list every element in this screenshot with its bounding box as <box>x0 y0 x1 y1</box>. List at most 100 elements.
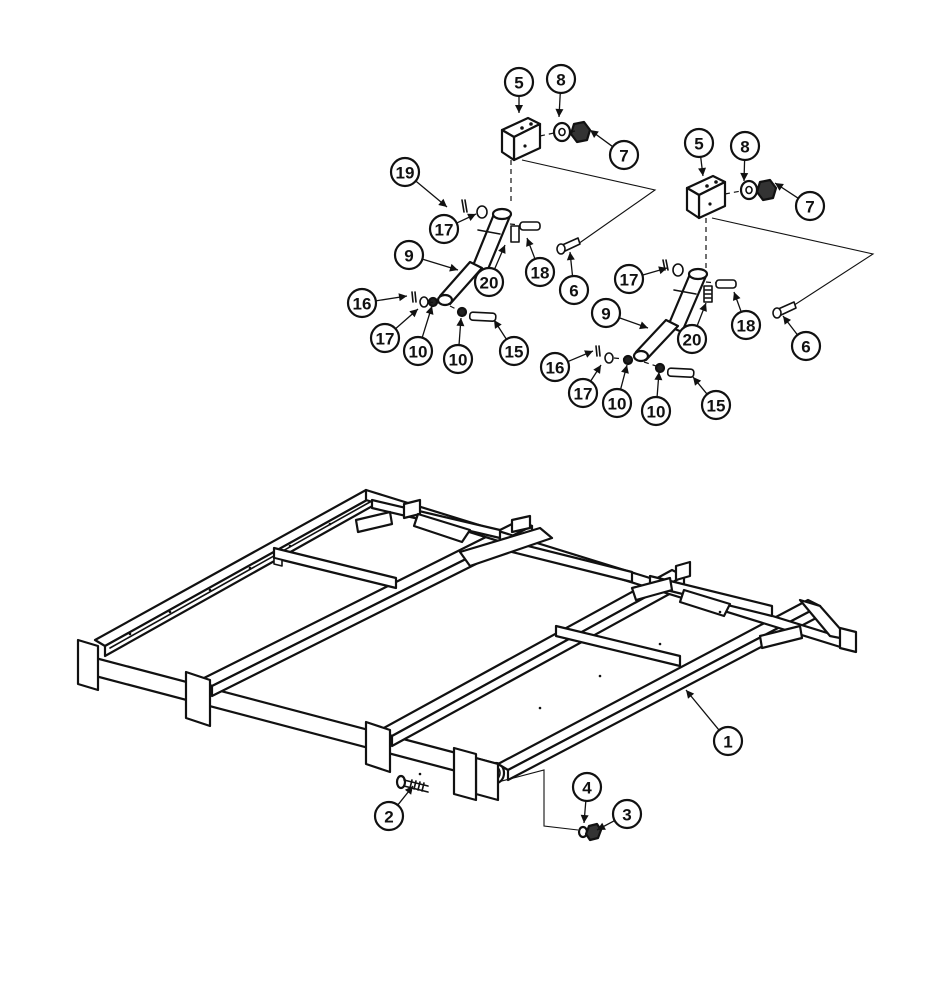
spacer-20b <box>703 285 713 303</box>
callout-number: 10 <box>647 403 666 422</box>
callout-number: 7 <box>619 147 628 166</box>
cross-member-3 <box>554 624 682 668</box>
frame-bracket-center <box>458 514 554 568</box>
lower-hardware-b <box>595 345 695 378</box>
callout-number: 20 <box>480 274 499 293</box>
callout-arrowhead <box>658 266 667 275</box>
callout-18: 18 <box>730 291 762 341</box>
callout-number: 5 <box>514 74 523 93</box>
callout-arrowhead <box>438 198 447 207</box>
callout-number: 10 <box>608 395 627 414</box>
callout-arrowhead <box>498 245 506 254</box>
callout-arrowhead <box>404 786 413 795</box>
washer-8b <box>739 179 759 201</box>
shock-absorber-9a <box>436 207 513 307</box>
bolt-6b <box>772 301 797 319</box>
callout-arrowhead <box>555 108 564 117</box>
callout-8: 8 <box>545 63 577 118</box>
washer-17a <box>476 205 488 219</box>
callout-leader <box>685 689 720 731</box>
callout-balloon <box>442 343 474 375</box>
callout-10: 10 <box>442 317 474 375</box>
callout-number: 19 <box>396 164 415 183</box>
callout-number: 2 <box>384 808 393 827</box>
pin-18a <box>509 221 541 231</box>
callout-arrowhead <box>593 365 601 374</box>
callout-number: 17 <box>376 330 395 349</box>
callout-arrowhead <box>467 213 476 222</box>
washer-8a <box>552 121 572 143</box>
nut-3 <box>584 822 603 842</box>
end-plate-right <box>474 756 500 802</box>
callout-20: 20 <box>473 244 506 298</box>
callout-arrowhead <box>597 822 606 830</box>
callout-balloon <box>613 263 645 295</box>
callout-arrowhead <box>566 252 575 261</box>
callout-balloon <box>346 287 378 319</box>
callout-number: 5 <box>694 135 703 154</box>
callout-balloon <box>393 239 425 271</box>
callout-balloon <box>389 156 421 188</box>
shock-assembly-right <box>595 174 875 378</box>
callout-10: 10 <box>640 371 672 427</box>
callout-9: 9 <box>590 297 649 330</box>
callout-number: 17 <box>574 385 593 404</box>
shock-assembly-left <box>411 116 657 322</box>
callout-number: 15 <box>505 343 524 362</box>
nut-7b <box>755 178 778 202</box>
callout-balloon <box>590 297 622 329</box>
callout-17: 17 <box>369 308 419 354</box>
callout-arrowhead <box>580 814 589 823</box>
callout-balloon <box>611 798 643 830</box>
callout-number: 18 <box>531 264 550 283</box>
end-plate-right-inner <box>364 720 392 774</box>
callout-number: 4 <box>582 779 592 798</box>
callout-balloon <box>567 377 599 409</box>
mounting-bracket-5a <box>500 116 542 162</box>
callout-arrowhead <box>783 316 792 325</box>
callout-number: 18 <box>737 317 756 336</box>
callout-balloon <box>608 139 640 171</box>
callout-number: 17 <box>620 271 639 290</box>
lower-hardware-a <box>411 291 497 322</box>
callout-balloon <box>700 389 732 421</box>
callout-number: 8 <box>740 138 749 157</box>
callout-arrowhead <box>409 309 418 318</box>
spacer-20a <box>510 225 520 243</box>
callout-6: 6 <box>782 315 822 362</box>
callout-16: 16 <box>539 350 594 383</box>
joint-plate <box>452 746 478 802</box>
callout-3: 3 <box>596 798 643 831</box>
callout-balloon <box>712 725 744 757</box>
frame-bracket-left <box>354 498 472 544</box>
callout-arrowhead <box>584 350 593 358</box>
callout-balloon <box>498 335 530 367</box>
callout-number: 16 <box>353 295 372 314</box>
right-rail <box>496 598 822 782</box>
callout-17: 17 <box>613 263 668 295</box>
callout-number: 9 <box>404 247 413 266</box>
frame-assembly <box>76 488 858 842</box>
callout-9: 9 <box>393 239 459 272</box>
callout-number: 9 <box>601 305 610 324</box>
callout-number: 7 <box>805 198 814 217</box>
end-plate-center <box>184 670 212 728</box>
callout-arrowhead <box>740 172 749 181</box>
callout-balloon <box>503 66 535 98</box>
washer-17c <box>672 263 684 277</box>
bolt-2 <box>395 774 429 793</box>
callout-arrowhead <box>494 320 502 329</box>
mounting-bracket-5b <box>685 174 727 220</box>
callout-balloon <box>428 213 460 245</box>
pin-18b <box>705 279 737 289</box>
callout-number: 1 <box>723 733 732 752</box>
cross-member-1 <box>272 546 398 590</box>
callout-balloon <box>730 309 762 341</box>
callout-number: 3 <box>622 806 631 825</box>
callout-number: 15 <box>707 397 726 416</box>
callout-7: 7 <box>589 129 640 171</box>
callout-number: 16 <box>546 359 565 378</box>
callout-balloon <box>369 322 401 354</box>
